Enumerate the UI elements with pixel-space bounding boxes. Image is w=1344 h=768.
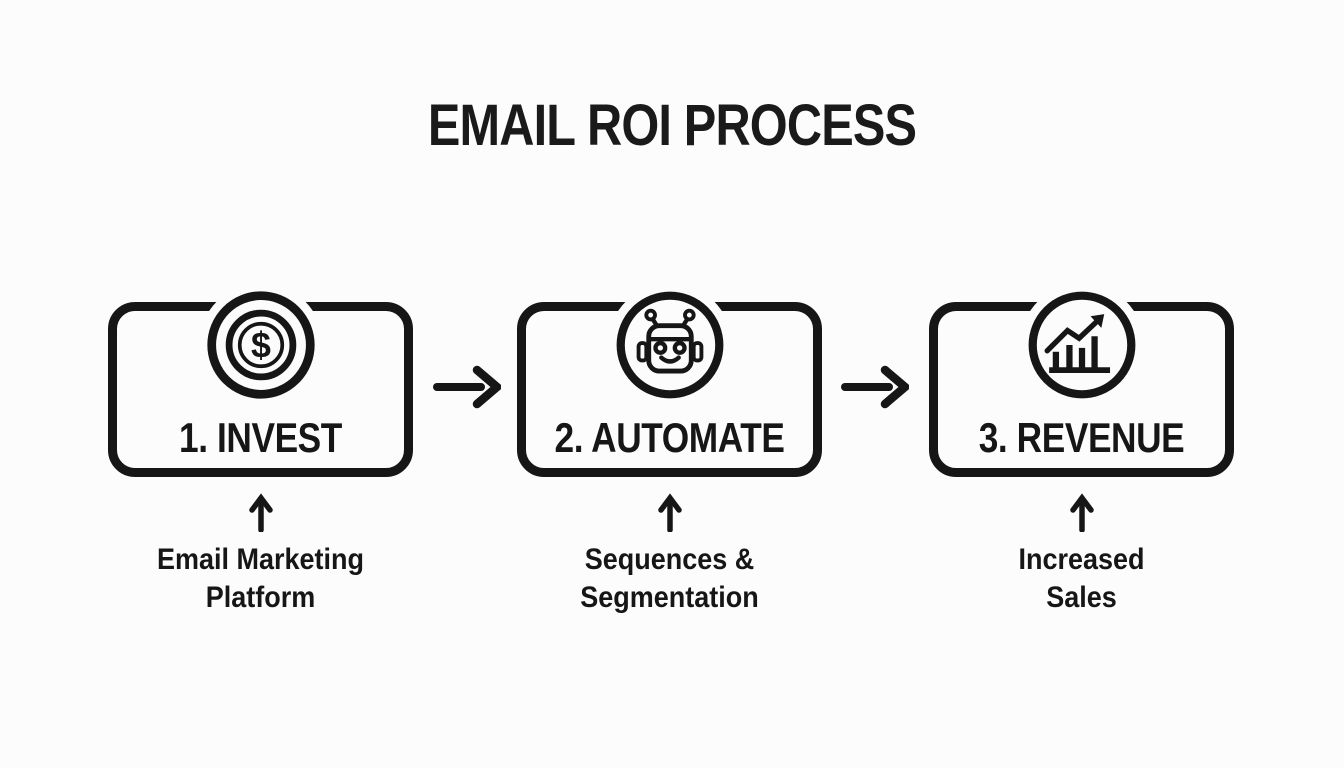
growth-chart-icon [1028, 291, 1135, 399]
up-arrow-icon [1069, 493, 1094, 532]
caption-line: Sequences & [584, 543, 755, 576]
step-label: 1. INVEST [179, 413, 342, 461]
step-box-automate: 2. AUTOMATE [517, 283, 822, 477]
step-label: 3. REVENUE [978, 413, 1185, 461]
caption-line: Email Marketing [156, 543, 365, 576]
step-icon-badge [1019, 283, 1144, 407]
caption-line: Platform [205, 581, 316, 614]
caption-line: Segmentation [580, 581, 759, 614]
step-icon-badge: $ [198, 283, 323, 407]
page-title: EMAIL ROI PROCESS [427, 93, 917, 158]
caption-text: Sequences & Segmentation [532, 541, 807, 617]
flow-arrow-icon [433, 365, 501, 409]
svg-text:$: $ [251, 326, 271, 366]
up-arrow-icon [248, 493, 273, 532]
step-label: 2. AUTOMATE [554, 413, 785, 461]
caption-text: Email Marketing Platform [123, 541, 398, 617]
step-box-revenue: 3. REVENUE [929, 283, 1234, 477]
step-icon-badge [607, 283, 732, 407]
caption-line: Sales [1046, 581, 1117, 614]
caption-text: Increased Sales [944, 541, 1219, 617]
caption-line: Increased [1018, 543, 1145, 576]
caption-revenue: Increased Sales [929, 492, 1234, 617]
step-box-invest: $ 1. INVEST [108, 283, 413, 477]
robot-icon [616, 291, 723, 399]
caption-automate: Sequences & Segmentation [517, 492, 822, 617]
caption-invest: Email Marketing Platform [108, 492, 413, 617]
dollar-coin-icon: $ [206, 291, 315, 399]
flow-arrow-icon [841, 365, 909, 409]
up-arrow-icon [657, 493, 682, 532]
